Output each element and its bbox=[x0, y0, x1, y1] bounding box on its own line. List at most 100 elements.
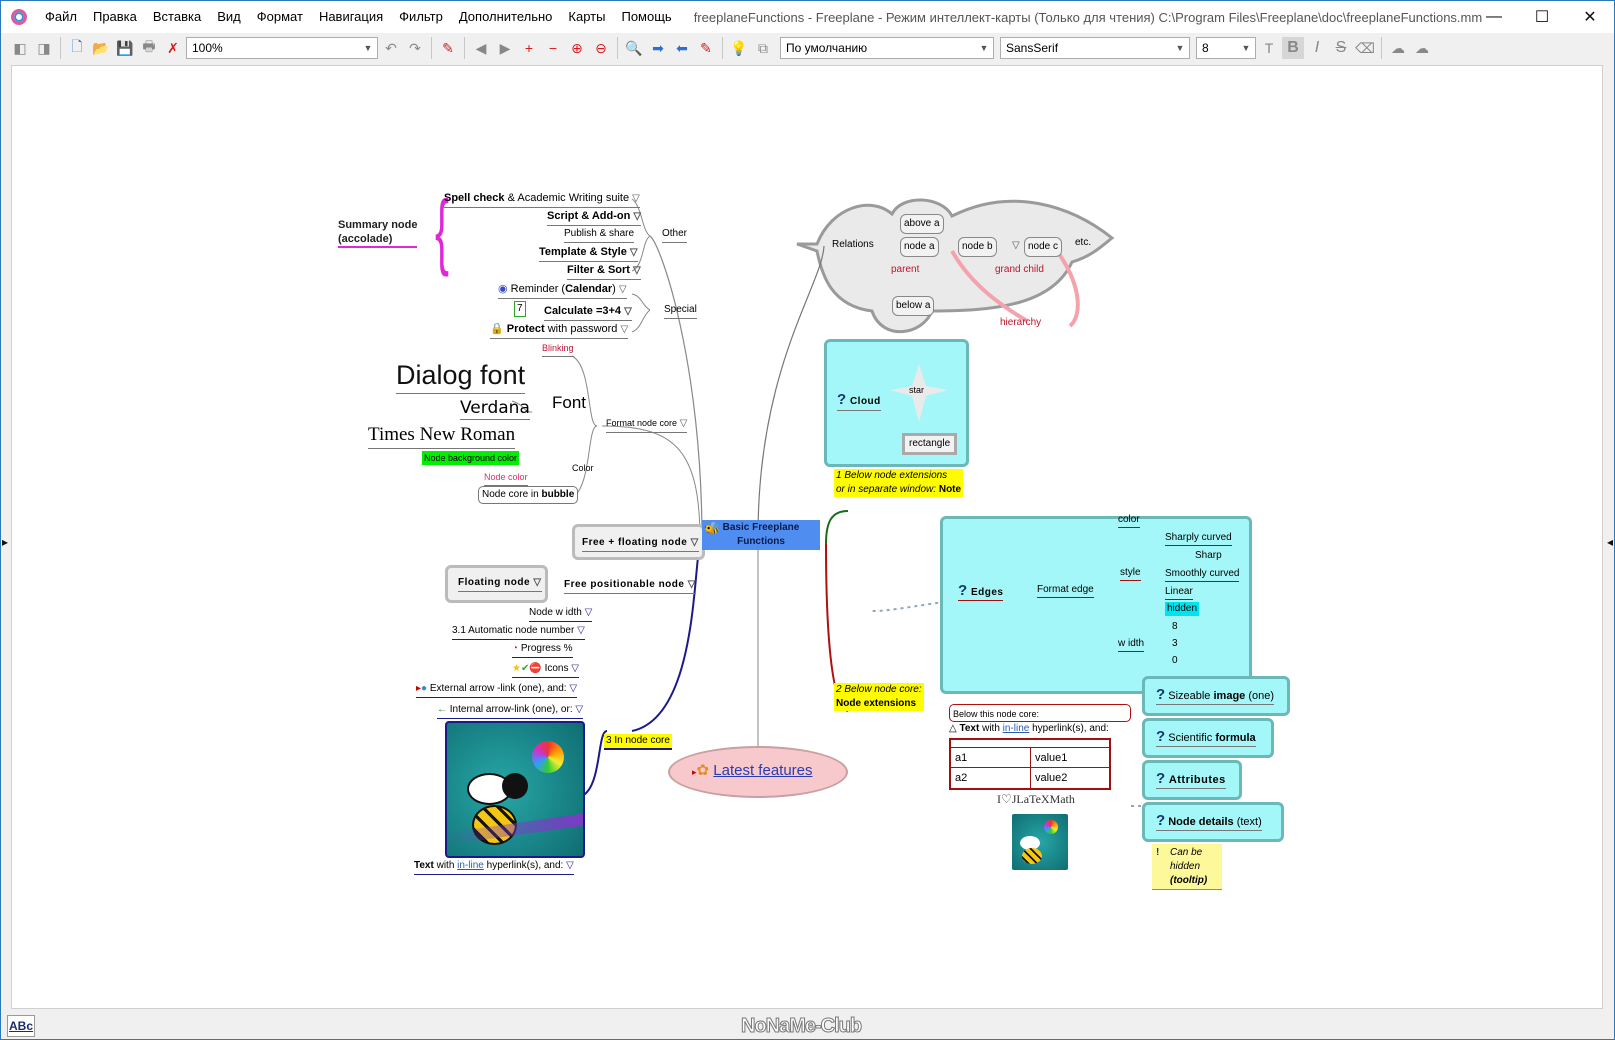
close-button[interactable]: ✕ bbox=[1583, 9, 1597, 26]
menu-tools[interactable]: Дополнительно bbox=[458, 9, 553, 24]
node-progress[interactable]: ◔ Progress % bbox=[512, 642, 573, 658]
text-format-icon[interactable]: T bbox=[1264, 40, 1274, 56]
node-format-edge[interactable]: Format edge bbox=[1037, 583, 1094, 598]
italic-button[interactable]: I bbox=[1314, 39, 1320, 56]
node-edges[interactable]: ? Edges bbox=[958, 583, 1004, 601]
menu-filter[interactable]: Фильтр bbox=[399, 9, 443, 24]
node-ext-text[interactable]: △ Text with in-line hyperlink(s), and: bbox=[949, 722, 1109, 736]
zoom-select[interactable]: 100% ▼ bbox=[186, 37, 378, 59]
node-etc[interactable]: etc. bbox=[1075, 237, 1092, 248]
open-folder-icon[interactable]: 📂 bbox=[92, 39, 110, 56]
node-width-8[interactable]: 8 bbox=[1172, 621, 1178, 632]
help-question-icon[interactable]: ? bbox=[1156, 770, 1166, 787]
node-attributes[interactable]: ? Attributes bbox=[1156, 770, 1226, 789]
node-rectangle[interactable]: rectangle bbox=[902, 433, 958, 455]
node-reminder[interactable]: ◉ Reminder (Calendar) ▽ bbox=[498, 282, 627, 299]
latest-features-link[interactable]: Latest features bbox=[713, 762, 813, 779]
node-b[interactable]: node b bbox=[958, 237, 997, 257]
node-times-new-roman[interactable]: Times New Roman bbox=[368, 423, 516, 449]
menu-maps[interactable]: Карты bbox=[568, 9, 606, 24]
spell-check-button[interactable]: ABc bbox=[7, 1015, 35, 1037]
bee-image-small[interactable] bbox=[1012, 814, 1068, 870]
fold-triangle-icon[interactable]: ▽ bbox=[566, 860, 574, 871]
inline-hyperlink[interactable]: in-line bbox=[457, 860, 484, 871]
menu-help[interactable]: Помощь bbox=[621, 9, 672, 24]
node-text-hyperlink[interactable]: Text with in-line hyperlink(s), and: ▽ bbox=[414, 859, 574, 875]
node-other[interactable]: Other bbox=[662, 227, 688, 243]
lightbulb-icon[interactable]: 💡 bbox=[730, 39, 748, 56]
find-icon[interactable]: 🔍 bbox=[625, 39, 643, 56]
node-external-link[interactable]: ▸● External arrow -link (one), and: ▽ bbox=[416, 682, 578, 698]
save-icon[interactable]: 💾 bbox=[116, 39, 134, 56]
left-panel-toggle-icon[interactable]: ▸ bbox=[2, 535, 9, 549]
node-c[interactable]: node c bbox=[1024, 237, 1063, 257]
node-free-floating[interactable]: Free + floating node ▽ bbox=[582, 536, 699, 552]
collapse-triangle-icon[interactable]: △ bbox=[949, 723, 957, 734]
font-size-select[interactable]: 8 ▼ bbox=[1196, 37, 1256, 59]
node-cloud[interactable]: ? Cloud bbox=[837, 391, 881, 411]
fold-triangle-icon[interactable]: ▽ bbox=[633, 211, 642, 222]
arrow-left-icon[interactable]: ◀ bbox=[475, 39, 487, 56]
mind-map-canvas[interactable]: Summary node (accolade) { Spell check & … bbox=[11, 65, 1603, 1009]
node-template-style[interactable]: Template & Style ▽ bbox=[539, 245, 638, 262]
node-internal-link[interactable]: ← Internal arrow-link (one), or: ▽ bbox=[437, 703, 584, 719]
layout-icon[interactable]: ⧉ bbox=[758, 39, 768, 56]
cloud-icon[interactable]: ☁ bbox=[1391, 39, 1405, 56]
node-below-core[interactable]: Below this node core: bbox=[949, 704, 1131, 722]
back-icon[interactable]: ◧ bbox=[13, 39, 27, 56]
node-in-node-core[interactable]: 3 In node core bbox=[604, 734, 672, 750]
node-icons[interactable]: ★✔⛔ Icons ▽ bbox=[512, 662, 579, 678]
help-question-icon[interactable]: ? bbox=[837, 391, 847, 408]
fold-triangle-icon[interactable]: ▽ bbox=[1012, 240, 1020, 251]
fold-triangle-icon[interactable]: ▽ bbox=[687, 579, 696, 590]
fold-triangle-icon[interactable]: ▽ bbox=[624, 306, 632, 317]
node-special[interactable]: Special bbox=[664, 303, 697, 319]
fold-triangle-icon[interactable]: ▽ bbox=[632, 193, 640, 204]
menu-navigate[interactable]: Навигация bbox=[318, 9, 384, 24]
filter-edit-icon[interactable]: ✎ bbox=[700, 39, 712, 56]
fold-triangle-icon[interactable]: ▽ bbox=[569, 683, 578, 694]
print-icon[interactable]: 🖶 bbox=[142, 38, 156, 54]
node-latest-features[interactable]: ▸✿ Latest features bbox=[692, 762, 813, 781]
node-dialog-font[interactable]: Dialog font bbox=[396, 358, 526, 394]
help-question-icon[interactable]: ? bbox=[1156, 686, 1166, 703]
node-style-hidden[interactable]: hidden bbox=[1165, 602, 1200, 616]
fold-triangle-icon[interactable]: ▽ bbox=[584, 607, 593, 618]
minimize-button[interactable]: — bbox=[1486, 8, 1502, 25]
help-question-icon[interactable]: ? bbox=[1156, 728, 1166, 745]
node-core-bubble[interactable]: Node core in bubble bbox=[478, 486, 579, 504]
menu-file[interactable]: Файл bbox=[45, 9, 77, 24]
node-protect[interactable]: 🔒 Protect with password ▽ bbox=[490, 322, 629, 339]
node-note-2[interactable]: 2 Below node core: Node extensions bbox=[834, 683, 924, 711]
node-color[interactable]: Node color bbox=[484, 470, 528, 486]
node-width-0[interactable]: 0 bbox=[1172, 655, 1178, 666]
node-format-node-core[interactable]: Format node core ▽ bbox=[606, 416, 688, 433]
node-sizeable-image[interactable]: ? Sizeable image (one) bbox=[1156, 686, 1275, 705]
node-floating[interactable]: Floating node ▽ bbox=[458, 576, 542, 592]
node-spell-check[interactable]: Spell check & Academic Writing suite ▽ bbox=[444, 191, 640, 208]
bold-button[interactable]: B bbox=[1282, 37, 1304, 59]
remove-node-icon[interactable]: − bbox=[548, 40, 558, 56]
right-panel-toggle-icon[interactable]: ◂ bbox=[1607, 535, 1614, 549]
node-script-addon[interactable]: Script & Add-on ▽ bbox=[547, 209, 642, 226]
bee-image[interactable] bbox=[445, 721, 585, 858]
node-calculate[interactable]: Calculate =3+4 ▽ bbox=[544, 304, 632, 321]
node-above-a[interactable]: above a bbox=[900, 214, 944, 234]
maximize-button[interactable]: ☐ bbox=[1534, 9, 1550, 26]
inline-hyperlink[interactable]: in-line bbox=[1002, 723, 1030, 734]
fold-triangle-icon[interactable]: ▽ bbox=[679, 418, 688, 429]
node-edge-color[interactable]: color bbox=[1118, 513, 1140, 528]
node-style-sharply-curved[interactable]: Sharply curved bbox=[1165, 531, 1232, 546]
forward-icon[interactable]: ◨ bbox=[37, 39, 51, 56]
help-question-icon[interactable]: ? bbox=[1156, 812, 1166, 829]
node-edge-style[interactable]: style bbox=[1120, 566, 1141, 581]
fold-triangle-icon[interactable]: ▽ bbox=[575, 704, 584, 715]
font-select[interactable]: SansSerif ▼ bbox=[1000, 37, 1190, 59]
fold-triangle-icon[interactable]: ▽ bbox=[620, 324, 629, 335]
fold-triangle-icon[interactable]: ▽ bbox=[633, 265, 641, 276]
style-select[interactable]: По умолчанию ▼ bbox=[780, 37, 994, 59]
fold-icon[interactable]: ⊖ bbox=[595, 39, 607, 56]
node-blinking[interactable]: Blinking bbox=[542, 341, 574, 357]
